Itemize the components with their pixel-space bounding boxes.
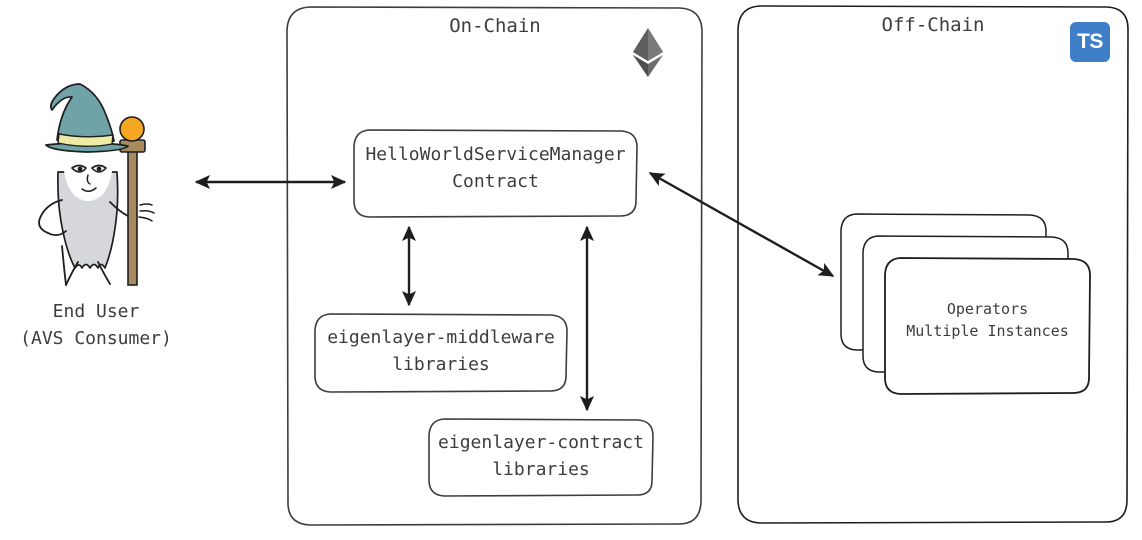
node-label-operators-line1: Operators [946, 300, 1029, 318]
node-operators-stack[interactable] [840, 213, 1091, 395]
panel-title-off-chain: Off-Chain [881, 14, 985, 36]
panel-off-chain [737, 5, 1129, 524]
node-service-manager[interactable] [353, 129, 638, 218]
node-contract-libs[interactable] [428, 418, 654, 497]
node-label-contract-libs-line2: libraries [492, 459, 590, 480]
ethereum-icon [633, 28, 663, 77]
panel-on-chain [286, 6, 703, 526]
node-label-service-manager-line1: HelloWorldServiceManager [365, 144, 626, 165]
wizard-avatar [38, 83, 155, 286]
connector-contract-to-operators [648, 171, 835, 278]
node-label-contract-libs-line1: eigenlayer-contract [438, 432, 644, 453]
typescript-icon: TS [1070, 22, 1110, 62]
panel-title-on-chain: On-Chain [449, 15, 541, 37]
node-label-middleware-line2: libraries [392, 354, 490, 375]
node-label-middleware-line1: eigenlayer-middleware [327, 327, 555, 348]
node-label-service-manager-line2: Contract [452, 171, 539, 192]
node-label-operators-line2: Multiple Instances [906, 322, 1069, 340]
node-middleware-libs[interactable] [314, 313, 568, 393]
actor-label-line2: (AVS Consumer) [20, 328, 172, 349]
actor-label-line1: End User [52, 301, 140, 322]
